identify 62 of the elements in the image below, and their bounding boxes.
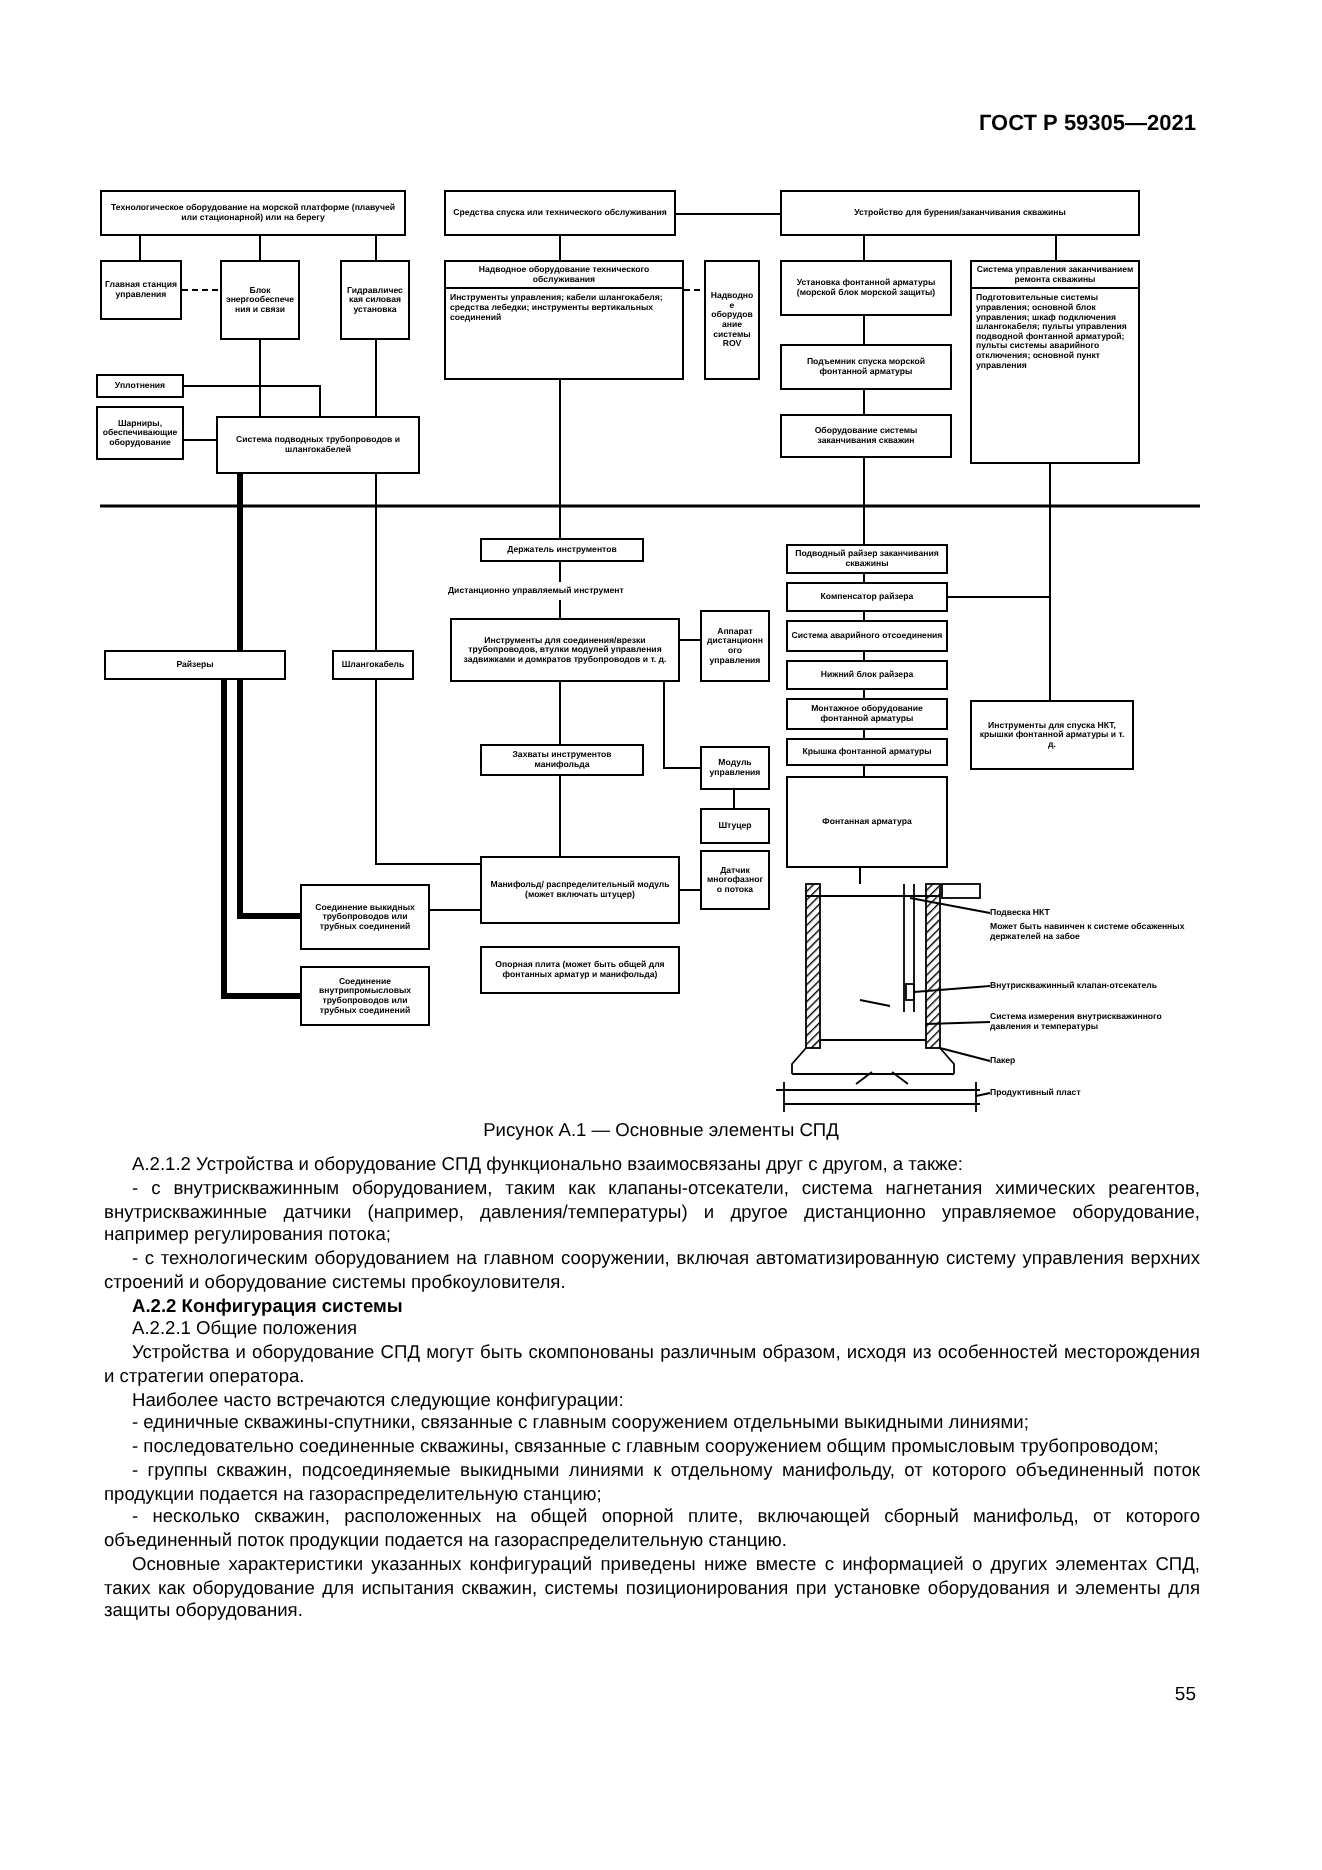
connector-line (863, 689, 865, 699)
body-paragraph: - единичные скважины-спутники, связанные с главным сооружением отдельными выкидными линиями; (130, 1412, 1031, 1436)
connector-line (183, 439, 217, 441)
body-paragraph: А.2.1.2 Устройства и оборудование СПД функционально взаимосвязаны друг с другом, а также: (130, 1154, 965, 1178)
body-paragraph: - группы скважин, подсоединяемые выкидными линиями к отдельному манифольду, от которого объединенный поток продукции подается на газораспределительную станцию; (104, 1459, 1200, 1507)
connector-line (925, 1021, 991, 1025)
connector-line (559, 561, 561, 583)
connector-line (375, 473, 377, 651)
connector-line (183, 385, 321, 417)
connector-line (259, 339, 261, 417)
connector-line (863, 765, 865, 777)
connector-line (237, 680, 300, 919)
connector-line (1049, 463, 1051, 701)
connector-line (375, 339, 377, 417)
connector-line (559, 681, 561, 745)
body-paragraph: - несколько скважин, расположенных на общей опорной плите, включающей сборный манифольд, от которого объединенный поток продукции подается на газораспределительную станцию. (104, 1506, 1200, 1554)
connector-line (863, 611, 865, 621)
connector-line (679, 889, 701, 891)
connector-line (139, 235, 141, 261)
connector-line (237, 474, 243, 650)
connector-line (683, 289, 705, 291)
page-number: 55 (1174, 1684, 1196, 1706)
connector-line (913, 985, 991, 993)
connector-line (181, 289, 221, 291)
wellhead-drawing (775, 883, 981, 1113)
connector-line (559, 775, 561, 857)
connector-line (375, 679, 481, 865)
connector-line (221, 680, 300, 999)
body-paragraph: - с внутрискважинным оборудованием, таким как клапаны-отсекатели, система нагнетания химических реагентов, внутрискважинные датчики (например, давления/температуры) и другое дистанционно управляемое оборудование, например регулирования потока; (104, 1177, 1200, 1248)
connector-line (559, 379, 561, 539)
connector-line (863, 457, 865, 545)
connector-line (863, 729, 865, 739)
connector-line (1055, 235, 1057, 261)
connector-line (429, 909, 481, 911)
connector-line (675, 213, 781, 215)
connector-line (863, 651, 865, 661)
figure-caption: Рисунок А.1 — Основные элементы СПД (483, 1120, 839, 1140)
connector-line (559, 235, 561, 261)
connector-line (975, 1092, 991, 1097)
connector-line (375, 235, 377, 261)
body-paragraph: Устройства и оборудование СПД могут быть скомпонованы различным образом, исходя из особенностей месторождения и стратегии оператора. (104, 1342, 1200, 1389)
connector-line (733, 789, 735, 809)
body-paragraph: Наиболее часто встречаются следующие конфигурации: (130, 1389, 626, 1413)
equipment-panel (444, 260, 684, 380)
body-paragraph: А.2.2.1 Общие положения (130, 1318, 360, 1342)
connector-line (859, 867, 861, 885)
body-paragraph: - последовательно соединенные скважины, связанные с главным сооружением общим промысловым трубопроводом; (130, 1436, 1161, 1460)
connector-line (939, 1047, 991, 1062)
connector-line (863, 315, 865, 345)
section-heading: А.2.2 Конфигурация системы (130, 1295, 405, 1319)
connector-line (863, 389, 865, 415)
equipment-panel (970, 260, 1140, 464)
connector-line (663, 681, 701, 769)
connector-line (863, 573, 865, 583)
document-code: ГОСТ Р 59305—2021 (978, 112, 1196, 136)
body-paragraph: - с технологическим оборудованием на главном сооружении, включая автоматизированную систему управления верхних строений и оборудование системы пробкоуловителя. (104, 1248, 1200, 1295)
connector-line (559, 599, 561, 619)
body-paragraph: Основные характеристики указанных конфигураций приведены ниже вместе с информацией о других элементах СПД, таких как оборудование для испытания скважин, системы позиционирования при установке оборудования и элементы для защиты оборудования. (104, 1553, 1200, 1624)
connector-line (679, 639, 701, 641)
connector-line (863, 235, 865, 261)
connector-line (259, 235, 261, 261)
connector-line (909, 897, 991, 914)
